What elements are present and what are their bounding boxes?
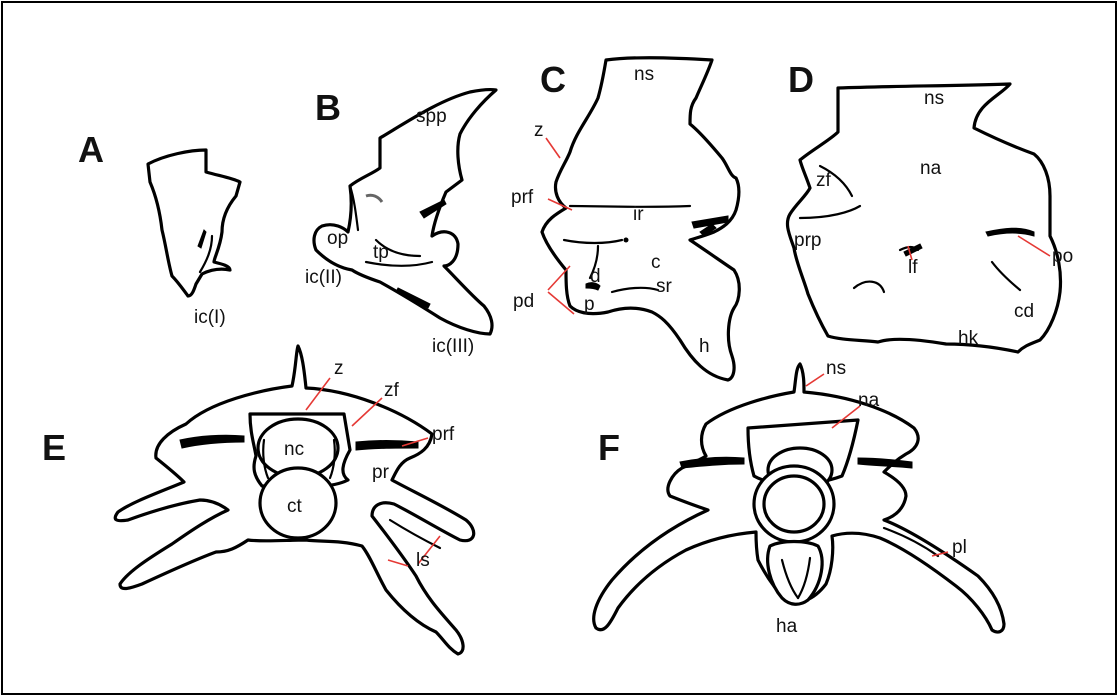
label-e-z: z: [334, 358, 344, 379]
label-d-prp: prp: [794, 230, 821, 251]
label-e-nc: nc: [284, 439, 304, 460]
label-f-ha: ha: [776, 616, 798, 637]
label-d-na: na: [920, 158, 942, 179]
label-d-zf: zf: [816, 170, 832, 191]
label-c-d: d: [590, 266, 601, 287]
label-e-prf: prf: [432, 424, 455, 445]
label-d-cd: cd: [1014, 301, 1034, 322]
label-d-po: po: [1052, 246, 1073, 267]
panel-letter-a: A: [78, 129, 104, 170]
label-e-pr: pr: [372, 462, 390, 483]
label-c-pd: pd: [513, 291, 534, 312]
label-d-ns: ns: [924, 88, 944, 109]
label-c-sr: sr: [656, 276, 673, 297]
label-b-spp: spp: [416, 106, 447, 127]
label-f-pl: pl: [952, 537, 967, 558]
panel-letter-f: F: [598, 427, 620, 468]
label-b-tp: tp: [373, 242, 389, 263]
label-e-ct: ct: [287, 496, 303, 517]
label-e-zf: zf: [384, 380, 400, 401]
label-e-ls: ls: [416, 550, 430, 571]
label-c-ns: ns: [634, 64, 654, 85]
label-d-lf: lf: [908, 257, 918, 278]
panel-letter-e: E: [42, 427, 66, 468]
vertebra-c-foramen: [624, 238, 629, 243]
label-c-z: z: [534, 120, 544, 141]
label-c-h: h: [699, 336, 710, 357]
panel-letter-d: D: [788, 59, 814, 100]
label-b-ic3: ic(III): [432, 336, 474, 357]
label-c-ir: ir: [633, 204, 644, 225]
label-c-prf: prf: [511, 187, 534, 208]
label-b-ic2: ic(II): [305, 267, 342, 288]
label-c-p: p: [584, 294, 595, 315]
label-b-op: op: [327, 228, 348, 249]
vertebra-c-contour-1: [570, 206, 690, 207]
label-d-hk: hk: [958, 328, 979, 349]
label-f-ns: ns: [826, 358, 846, 379]
label-c-c: c: [651, 252, 661, 273]
panel-letter-b: B: [315, 87, 341, 128]
vertebra-f-centrum-inner: [764, 476, 824, 532]
label-a-ic1: ic(I): [194, 307, 226, 328]
panel-letter-c: C: [540, 59, 566, 100]
label-f-na: na: [858, 390, 880, 411]
